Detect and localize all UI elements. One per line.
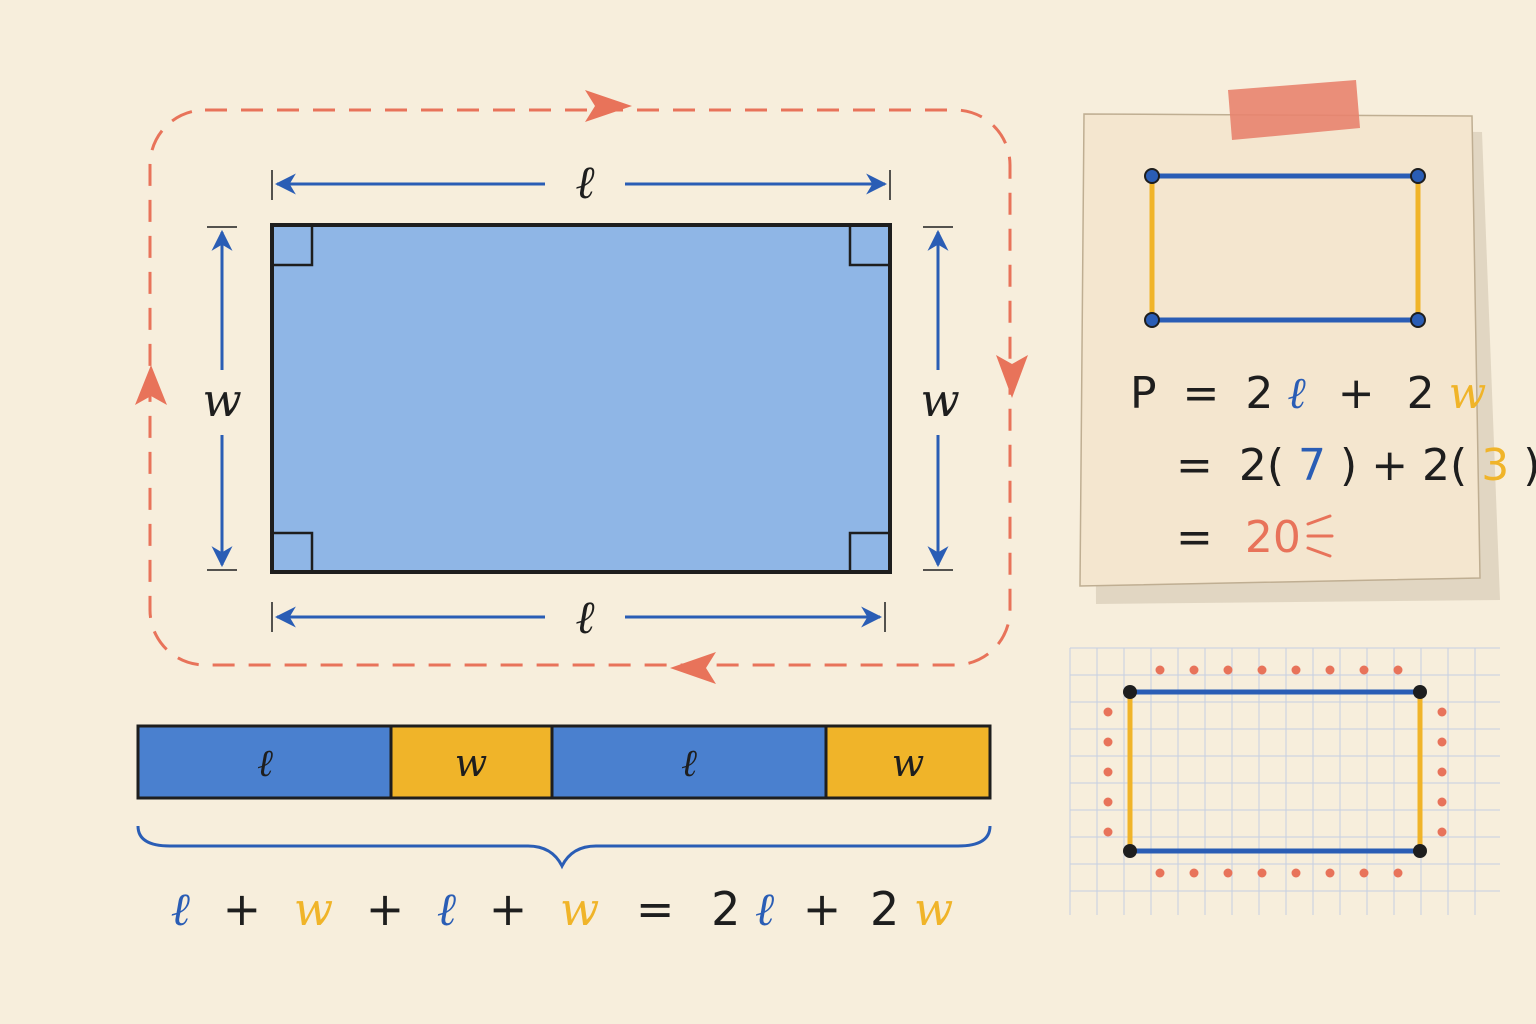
strip-segment-length — [136, 724, 393, 800]
eq-coefficient: 2 — [870, 882, 899, 936]
formula-plus: + — [1338, 368, 1375, 419]
formula-width: w — [1449, 368, 1487, 419]
eq-term-width: w — [560, 882, 599, 936]
clockwise-arrow-icon — [135, 365, 167, 405]
perimeter-unit-dot — [1291, 665, 1301, 675]
formula-coefficient: 2 — [1245, 368, 1273, 419]
formula-equals: = — [1183, 368, 1220, 419]
main-rectangle-diagram: ℓ ℓ w w — [135, 90, 1028, 684]
perimeter-unit-dot — [1223, 665, 1233, 675]
perimeter-unit-dot — [1155, 868, 1165, 878]
formula-text: ) — [1523, 440, 1536, 491]
perimeter-unit-dot — [1437, 737, 1447, 747]
formula-text: ) + 2( — [1340, 440, 1467, 491]
perimeter-unit-dot — [1103, 737, 1113, 747]
perimeter-unit-dot — [1103, 827, 1113, 837]
strip-segment-label: ℓ — [257, 741, 273, 785]
eq-equals: = — [636, 882, 675, 936]
right-angle-marker-icon — [848, 227, 888, 267]
formula-coefficient: 2 — [1407, 368, 1435, 419]
formula-text: 2( — [1239, 440, 1284, 491]
strip-segment-length — [550, 724, 828, 800]
eq-coefficient: 2 — [711, 882, 740, 936]
sum-brace — [136, 825, 992, 870]
perimeter-result: 20 — [1245, 512, 1301, 563]
perimeter-unit-dot — [1103, 767, 1113, 777]
perimeter-unit-dot — [1359, 868, 1369, 878]
right-angle-marker-icon — [274, 531, 314, 570]
sparkle-icon — [1306, 514, 1334, 558]
perimeter-unit-dot — [1437, 707, 1447, 717]
strip-segment-label: ℓ — [681, 741, 697, 785]
perimeter-unit-dot — [1437, 827, 1447, 837]
eq-plus: + — [366, 882, 405, 936]
perimeter-unit-dot — [1393, 868, 1403, 878]
strip-segment-width — [824, 724, 992, 800]
eq-plus: + — [803, 882, 842, 936]
perimeter-unit-dot — [1103, 797, 1113, 807]
vertex-dot-icon — [1410, 312, 1426, 328]
clockwise-arrow-icon — [996, 355, 1028, 398]
vertex-dot-icon — [1123, 844, 1137, 858]
rectangle-shape — [270, 223, 892, 574]
perimeter-unit-dot — [1189, 868, 1199, 878]
perimeter-unit-dot — [1393, 665, 1403, 675]
perimeter-unit-dot — [1325, 665, 1335, 675]
eq-plus: + — [489, 882, 528, 936]
eq-term-width: w — [914, 882, 953, 936]
clockwise-arrow-icon — [585, 90, 632, 122]
top-length-dimension: ℓ — [271, 155, 891, 209]
grid-paper-diagram — [1069, 647, 1500, 915]
formula-equals: = — [1176, 512, 1213, 563]
right-angle-marker-icon — [848, 531, 888, 570]
bottom-length-label: ℓ — [575, 590, 595, 644]
perimeter-unit-dot — [1257, 665, 1267, 675]
perimeter-unit-dot — [1103, 707, 1113, 717]
perimeter-unit-dot — [1155, 665, 1165, 675]
perimeter-unit-dot — [1223, 868, 1233, 878]
formula-length-value: 7 — [1298, 440, 1326, 491]
vertex-dot-icon — [1413, 844, 1427, 858]
bottom-length-dimension: ℓ — [271, 590, 886, 644]
perimeter-unit-dot — [1257, 868, 1267, 878]
top-length-label: ℓ — [575, 155, 595, 209]
left-width-dimension: w — [202, 226, 242, 571]
formula-line-1: P = 2 ℓ + 2 w — [1130, 368, 1486, 419]
perimeter-strip: ℓ w ℓ w ℓ + w + ℓ + w = 2 ℓ + 2 w — [136, 724, 992, 936]
right-width-dimension: w — [920, 226, 960, 571]
formula-equals: = — [1176, 440, 1213, 491]
vertex-dot-icon — [1144, 168, 1160, 184]
eq-plus: + — [223, 882, 262, 936]
eq-term-width: w — [294, 882, 333, 936]
perimeter-symbol: P — [1130, 368, 1157, 419]
clockwise-arrow-icon — [670, 652, 716, 684]
formula-length: ℓ — [1287, 368, 1306, 419]
eq-term-length: ℓ — [437, 882, 457, 936]
perimeter-unit-dots — [1103, 665, 1447, 878]
left-width-label: w — [202, 373, 241, 427]
formula-width-value: 3 — [1481, 440, 1509, 491]
perimeter-unit-dot — [1291, 868, 1301, 878]
vertex-dot-icon — [1144, 312, 1160, 328]
formula-line-3: = 20 — [1176, 512, 1301, 563]
worked-example-note: P = 2 ℓ + 2 w = 2( 7 ) + 2( 3 ) = 20 — [1079, 80, 1536, 604]
strip-segment-label: w — [892, 741, 925, 785]
vertex-dot-icon — [1413, 685, 1427, 699]
perimeter-unit-dot — [1189, 665, 1199, 675]
eq-term-length: ℓ — [171, 882, 191, 936]
tape-icon — [1228, 80, 1360, 140]
vertex-dot-icon — [1123, 685, 1137, 699]
right-angle-marker-icon — [274, 227, 314, 267]
eq-term-length: ℓ — [755, 882, 775, 936]
vertex-dot-icon — [1410, 168, 1426, 184]
formula-line-2: = 2( 7 ) + 2( 3 ) — [1176, 440, 1536, 491]
perimeter-unit-dot — [1359, 665, 1369, 675]
right-width-label: w — [920, 373, 959, 427]
strip-segment-label: w — [455, 741, 488, 785]
perimeter-unit-dot — [1437, 797, 1447, 807]
strip-equation: ℓ + w + ℓ + w = 2 ℓ + 2 w — [171, 882, 953, 936]
perimeter-unit-dot — [1437, 767, 1447, 777]
perimeter-unit-dot — [1325, 868, 1335, 878]
